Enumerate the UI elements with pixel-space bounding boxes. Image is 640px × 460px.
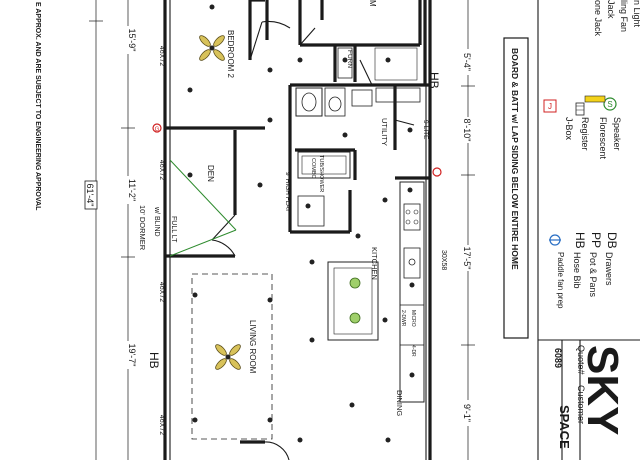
dim-right-3: 17'-5" [462, 247, 472, 270]
legend-speaker: Speaker [612, 117, 622, 151]
room-label-living: LIVING ROOM [248, 320, 257, 374]
legend-register: Register [580, 117, 590, 151]
legend-code-pp: PP [589, 232, 603, 248]
legend-pot-pans: Pot & Pans [588, 252, 598, 298]
dormer-label: 10' DORMER [138, 205, 147, 251]
dim-bedroom-width: 15'-9" [127, 29, 137, 52]
legend-item-3: Jack [606, 0, 616, 19]
legend-drawers: Drawers [604, 252, 614, 286]
legend-code-db: DB [605, 232, 619, 249]
legend-paddle-fan: Paddle fan prep [556, 252, 565, 309]
room-label-top: M [368, 0, 377, 7]
sink-window-label: 30X58 [440, 250, 447, 270]
dim-right-1: 5'-4" [462, 53, 472, 71]
brand-logo: SKY [578, 345, 627, 435]
four-door-label: 4-DR [410, 345, 416, 357]
dim-living-width: 19'-7" [127, 344, 137, 367]
legend: n Light ling Fan Jack one Jack S Speaker… [543, 0, 640, 309]
svg-text:G: G [155, 127, 160, 133]
paddle-fan-icon [549, 234, 561, 246]
hose-bib-top: HB [427, 72, 441, 89]
quote-label: Quote# [576, 345, 586, 375]
quote-number: 6089 [553, 348, 563, 368]
light-fixtures [187, 4, 415, 443]
customer-label: Customer [576, 385, 586, 424]
legend-item-1: n Light [632, 0, 640, 28]
legend-florescent: Florescent [598, 117, 608, 160]
window-size-4: 46X72 [158, 415, 165, 435]
room-label-utility: UTILITY [380, 118, 389, 146]
right-dimension-lines [461, 0, 475, 460]
speaker-icon [603, 97, 617, 111]
florescent-icon [584, 95, 606, 103]
space-label: SPACE [557, 405, 572, 449]
window-size-3: 46X72 [158, 282, 165, 302]
jbox-icon [543, 99, 557, 113]
room-label-den: DEN [206, 165, 215, 182]
lite-door-label: 9-LITE [422, 120, 429, 140]
full-lite-label: FULL LT [170, 216, 177, 243]
window-size-1: 46X72 [158, 46, 165, 66]
tub-label-2: COMBO [310, 158, 316, 180]
dim-right-4: 9'-1" [462, 404, 472, 422]
ceiling-fan-icon [215, 344, 241, 370]
legend-item-4: one Jack [593, 0, 603, 37]
room-label-kitchen: KITCHEN [370, 247, 379, 280]
tub-label-1: TUB/SHOWER [318, 155, 324, 192]
room-label-furn: FURN [346, 50, 353, 68]
room-label-bedroom2: BEDROOM 2 [226, 30, 235, 79]
micro-label: MICRO [410, 310, 416, 327]
siding-note: BOARD & BATT w/ LAP SIDING BELOW ENTIRE … [510, 48, 520, 270]
left-dimension-lines [89, 0, 135, 460]
legend-code-hb: HB [573, 232, 587, 249]
jbox-code: J [548, 102, 552, 111]
two-drawer-label: 2-DWR [400, 310, 406, 327]
dim-den-width: 11'-2" [127, 179, 137, 201]
svg-text:S: S [607, 100, 612, 109]
room-label-dining: DINING [395, 390, 404, 416]
engineering-note: E APPROX. AND ARE SUBJECT TO ENGINEERING… [34, 2, 41, 211]
ceiling-fan-icon [199, 35, 225, 61]
dormer-outline [169, 159, 237, 257]
legend-hose-bib: Hose Bib [572, 252, 582, 289]
dim-right-2: 8'-10" [462, 119, 472, 142]
legend-item-2: ling Fan [619, 0, 629, 32]
overall-dimension: 61'-4" [85, 184, 95, 207]
register-icon [575, 102, 585, 116]
window-size-2: 46X72 [158, 160, 165, 180]
legend-jbox: J-Box [564, 117, 574, 141]
dormer-blind-label: w/ BLIND [153, 206, 160, 237]
hose-bib-left: HB [147, 352, 161, 369]
high-flat-label: 9' HIGH FLAT [284, 172, 291, 212]
